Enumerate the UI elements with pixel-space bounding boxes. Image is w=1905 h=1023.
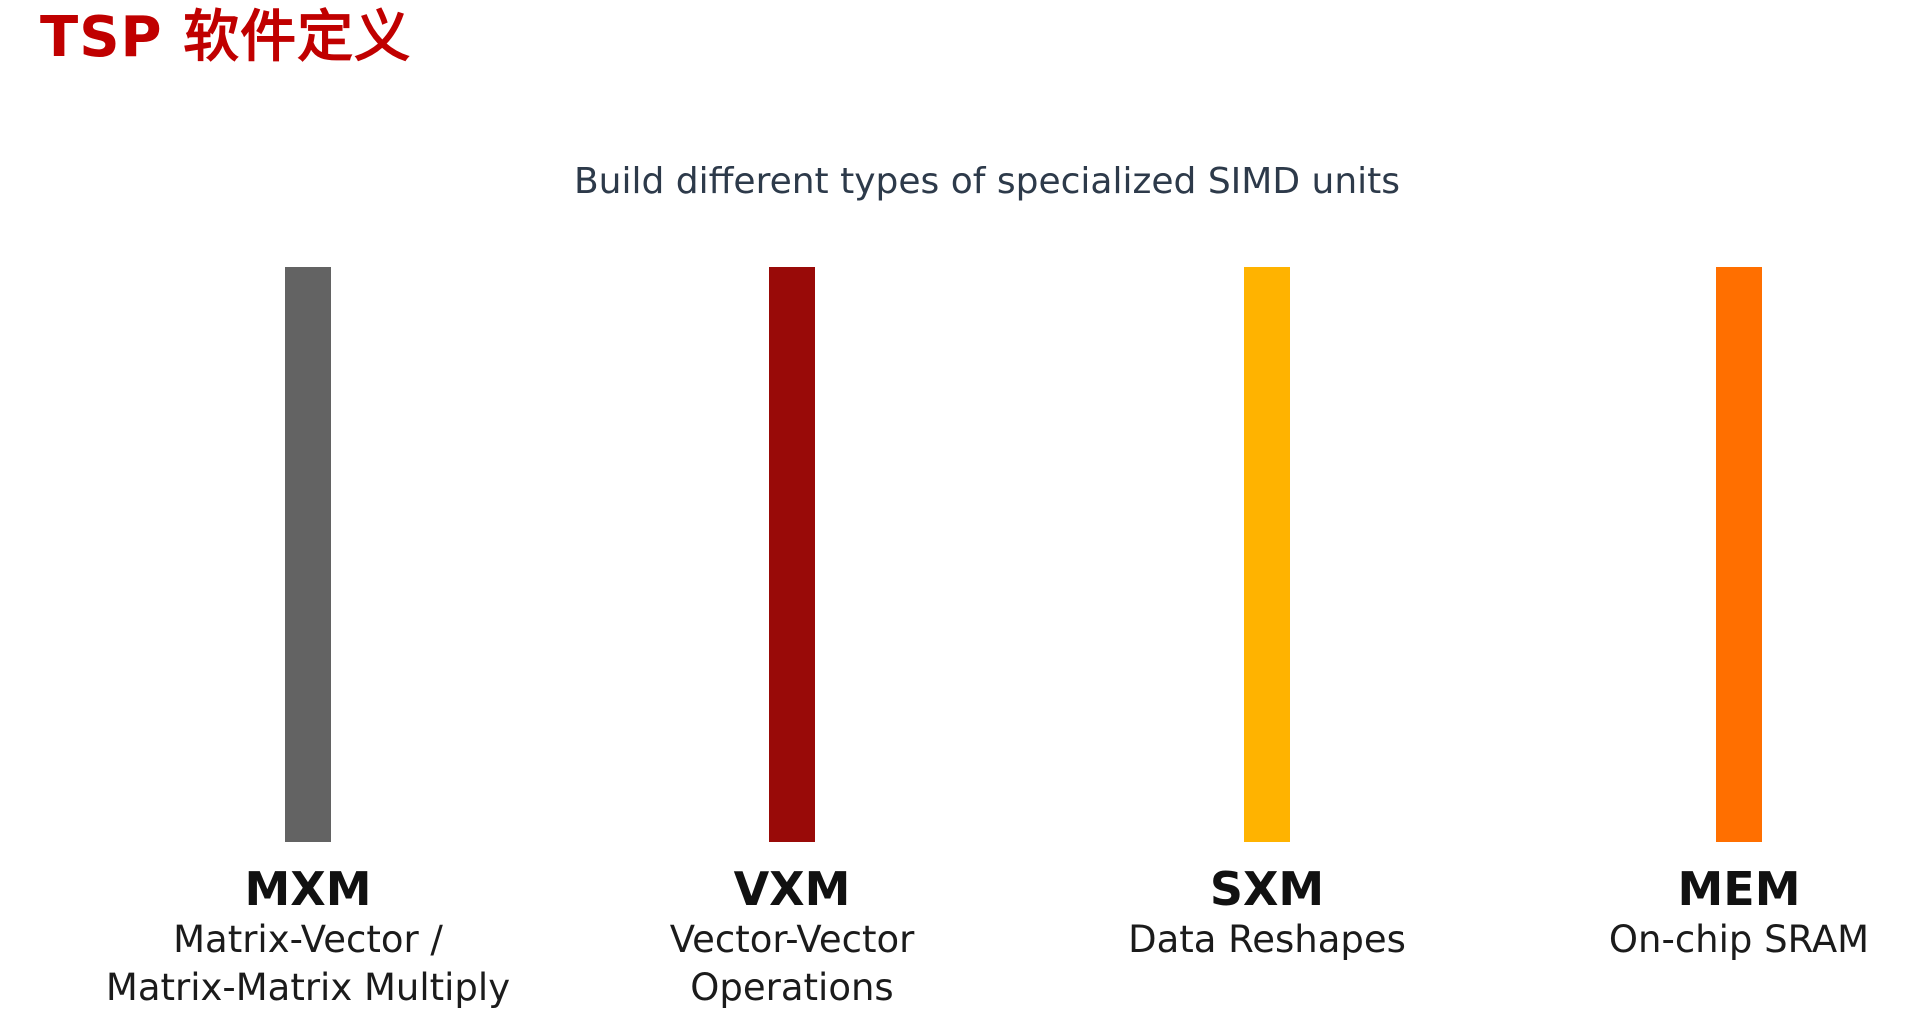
slide-subtitle: Build different types of specialized SIM… <box>573 161 1401 202</box>
unit-vxm: VXM Vector-Vector Operations <box>512 267 1072 1012</box>
unit-desc-line2-vxm: Operations <box>690 965 894 1009</box>
unit-desc-line2-mxm: Matrix-Matrix Multiply <box>105 965 511 1009</box>
unit-bar-mem <box>1716 267 1762 842</box>
unit-desc-line1-vxm: Vector-Vector <box>669 917 915 961</box>
slide-title: TSP 软件定义 <box>40 5 412 70</box>
unit-name-sxm: SXM <box>1209 862 1325 916</box>
unit-bar-mxm <box>285 267 331 842</box>
unit-mem: MEM On-chip SRAM <box>1459 267 1905 964</box>
unit-name-vxm: VXM <box>733 862 851 916</box>
unit-name-mxm: MXM <box>244 862 372 916</box>
unit-name-mem: MEM <box>1677 862 1801 916</box>
unit-desc-line1-mxm: Matrix-Vector / <box>173 917 443 961</box>
unit-mxm: MXM Matrix-Vector / Matrix-Matrix Multip… <box>28 267 588 1012</box>
unit-desc-line1-sxm: Data Reshapes <box>1128 917 1406 961</box>
unit-desc-line1-mem: On-chip SRAM <box>1608 917 1870 961</box>
unit-bar-sxm <box>1244 267 1290 842</box>
unit-sxm: SXM Data Reshapes <box>987 267 1547 964</box>
unit-bar-vxm <box>769 267 815 842</box>
